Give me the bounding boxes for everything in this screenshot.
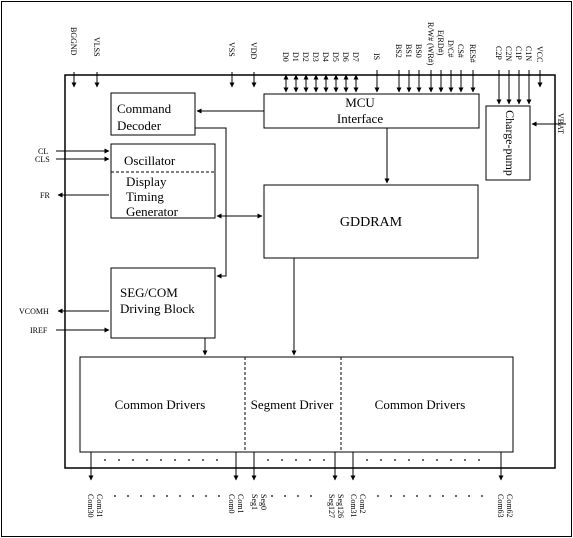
pin-seg1-label: Seg1: [250, 494, 259, 510]
pin-vbat-label: VBAT: [556, 113, 565, 134]
pin-com31-label: Com31: [95, 494, 104, 518]
chip-outline: [64, 74, 556, 469]
top-pins: [71, 70, 543, 105]
command-decoder-line2: Decoder: [117, 118, 162, 133]
common-drivers-right-label: Common Drivers: [375, 397, 466, 412]
charge-pump-block: Charge-pump: [485, 105, 531, 181]
pin-rw-label: R/W# (WR#): [426, 22, 435, 66]
pin-com31b-label: Com31: [349, 494, 358, 518]
pin-bs2-label: BS2: [394, 44, 403, 58]
pin-com30-label: Com30: [86, 494, 95, 518]
pin-bs0-label: BS0: [414, 44, 423, 58]
pin-seg126-label: Seg126: [336, 494, 345, 518]
common-drivers-left-label: Common Drivers: [115, 397, 206, 412]
mcu-interface-line2: Interface: [337, 111, 383, 126]
top-pin-labels: BGGND VLSS VSS VDD D0 D1 D2 D3 D4 D5 D6 …: [69, 22, 544, 66]
pin-com0-label: Com0: [227, 494, 236, 514]
segment-driver-label: Segment Driver: [251, 397, 334, 412]
pin-d5-label: D5: [331, 52, 340, 62]
display-timing-line2: Timing: [126, 189, 164, 204]
pin-com63-label: Com63: [496, 494, 505, 518]
pin-com1-label: Com1: [236, 494, 245, 514]
pin-c2n-label: C2N: [504, 46, 513, 61]
pin-seg127-label: Seg127: [327, 494, 336, 518]
pin-d7-label: D7: [351, 52, 360, 62]
pin-fr-label: FR: [40, 191, 50, 200]
command-decoder-line1: Command: [117, 101, 172, 116]
mcu-interface-line1: MCU: [345, 95, 375, 110]
seg-com-line1: SEG/COM: [120, 285, 178, 300]
oscillator-timing-block: Oscillator Display Timing Generator: [110, 143, 216, 219]
seg-com-driving-block: SEG/COM Driving Block: [110, 267, 216, 339]
pin-cl-label: CL: [38, 147, 48, 156]
left-pin-labels: CL CLS FR VCOMH IREF: [19, 147, 50, 335]
pin-d3-label: D3: [311, 52, 320, 62]
pin-c1n-label: C1N: [524, 46, 533, 61]
pin-com62-label: Com62: [505, 494, 514, 518]
pin-iref-label: IREF: [30, 326, 48, 335]
pin-bggnd-label: BGGND: [69, 27, 78, 56]
pin-res-label: RES#: [468, 44, 477, 63]
pin-d1-label: D1: [291, 52, 300, 62]
pin-d0-label: D0: [281, 52, 290, 62]
internal-connections: [195, 108, 566, 356]
bottom-pins: [88, 452, 504, 481]
charge-pump-label: Charge-pump: [503, 110, 517, 176]
pin-c1p-label: C1P: [514, 46, 523, 60]
bottom-pin-labels: Com30 Com31 Com0 Com1 Seg1 Seg0 Seg127 S…: [86, 494, 514, 518]
pin-cs-label: CS#: [456, 44, 465, 58]
pin-bs1-label: BS1: [404, 44, 413, 58]
oscillator-label: Oscillator: [124, 153, 176, 168]
mcu-interface-block: MCU Interface: [263, 93, 480, 129]
left-pins: [56, 148, 110, 333]
pin-cls-label: CLS: [35, 155, 50, 164]
pin-vcc-label: VCC: [535, 46, 544, 62]
pin-vlss-label: VLSS: [92, 37, 101, 57]
display-timing-line1: Display: [126, 174, 167, 189]
bottom-dots: [104, 459, 483, 497]
pin-c2p-label: C2P: [494, 46, 503, 60]
pin-vss-label: VSS: [227, 42, 236, 57]
pin-is-label: IS: [372, 53, 381, 60]
drivers-block: Common Drivers Segment Driver Common Dri…: [79, 356, 514, 453]
display-timing-line3: Generator: [126, 204, 179, 219]
pin-seg0-label: Seg0: [259, 494, 268, 510]
pin-d4-label: D4: [321, 52, 330, 62]
pin-dc-label: D/C#: [446, 40, 455, 57]
pin-vcomh-label: VCOMH: [19, 307, 49, 316]
pin-vdd-label: VDD: [249, 42, 258, 60]
pin-d2-label: D2: [301, 52, 310, 62]
seg-com-line2: Driving Block: [120, 301, 195, 316]
gddram-block: GDDRAM: [263, 184, 479, 259]
pin-d6-label: D6: [341, 52, 350, 62]
gddram-label: GDDRAM: [340, 215, 403, 230]
pin-com2-label: Com2: [358, 494, 367, 514]
pin-erd-label: E(RD#): [436, 30, 445, 56]
command-decoder-block: Command Decoder: [110, 92, 196, 136]
